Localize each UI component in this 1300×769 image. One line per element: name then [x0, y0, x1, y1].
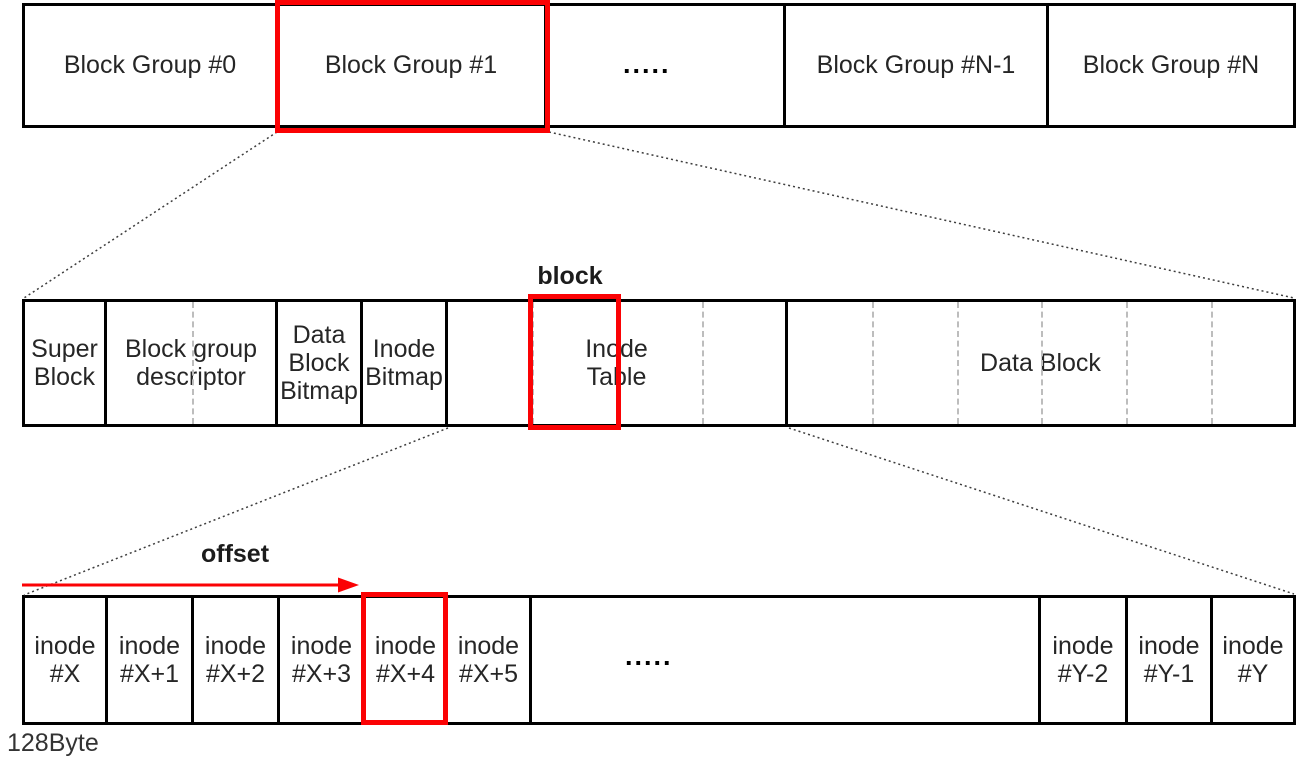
block-group-n-1-cell: Block Group #N-1 — [786, 6, 1049, 125]
inode-table-bar: inode #X inode #X+1 inode #X+2 inode #X+… — [22, 595, 1296, 725]
inode-x3-cell: inode #X+3 — [280, 598, 366, 722]
inode-y-1-cell: inode #Y-1 — [1128, 598, 1213, 722]
cell-label: Block group descriptor — [124, 334, 258, 391]
inode-y-2-cell: inode #Y-2 — [1041, 598, 1128, 722]
inode-ellipsis-cell — [532, 598, 1041, 722]
inode-bitmap-cell: Inode Bitmap — [363, 302, 448, 424]
dashed-divider — [192, 302, 194, 424]
super-block-cell: Super Block — [25, 302, 107, 424]
zoom-line-left-top — [23, 131, 278, 299]
block-label: block — [537, 262, 603, 290]
highlight-block-group-1 — [275, 0, 550, 133]
dashed-divider — [532, 302, 534, 424]
inode-x5-cell: inode #X+5 — [448, 598, 532, 722]
inode-x1-cell: inode #X+1 — [108, 598, 194, 722]
offset-arrow — [22, 577, 359, 593]
highlight-inode-x4 — [361, 592, 448, 725]
ellipsis-dots-top: ..... — [623, 49, 671, 79]
inode-x-cell: inode #X — [25, 598, 108, 722]
cell-label: Data Block — [980, 348, 1101, 377]
byte-size-label: 128Byte — [7, 729, 99, 757]
data-block-cell: Data Block — [788, 302, 1293, 424]
data-block-bitmap-cell: Data Block Bitmap — [278, 302, 363, 424]
dashed-divider — [1041, 302, 1043, 424]
block-group-layout-bar: Super Block Block group descriptor Data … — [22, 299, 1296, 427]
dashed-divider — [957, 302, 959, 424]
ellipsis-dots-bottom: ..... — [625, 641, 673, 671]
dashed-divider — [702, 302, 704, 424]
zoom-line-right-top — [548, 131, 1295, 299]
block-group-n-cell: Block Group #N — [1082, 51, 1260, 80]
block-groups-ellipsis-cell — [547, 6, 786, 125]
offset-label: offset — [200, 540, 270, 568]
inode-y-cell: inode #Y — [1222, 631, 1284, 688]
inode-x2-cell: inode #X+2 — [194, 598, 280, 722]
block-group-0-cell: Block Group #0 — [25, 6, 278, 125]
zoom-line-right-bottom — [788, 427, 1295, 595]
dashed-divider — [1126, 302, 1128, 424]
zoom-line-left-bottom — [23, 427, 449, 596]
highlight-inode-table-block — [528, 294, 621, 430]
dashed-divider — [1211, 302, 1213, 424]
dashed-divider — [872, 302, 874, 424]
block-group-descriptor-cell: Block group descriptor — [107, 302, 278, 424]
